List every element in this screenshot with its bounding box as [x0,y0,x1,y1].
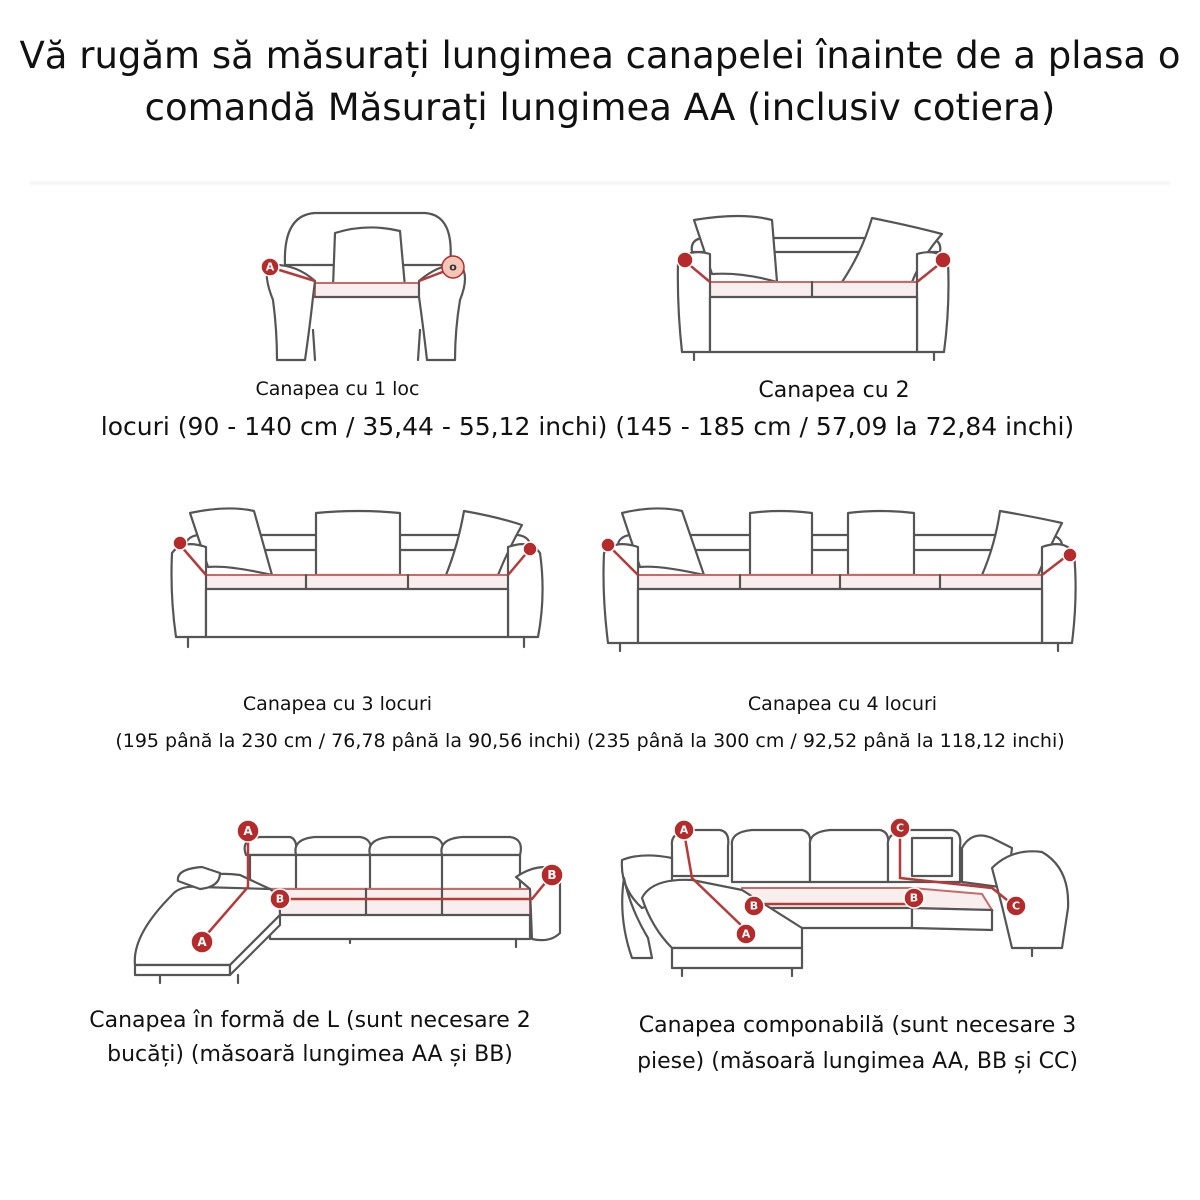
l-marker-b-right: B [540,863,564,887]
l-label-line-1: Canapea în formă de L (sunt necesare 2 [89,1008,531,1033]
svg-text:o: o [449,261,457,274]
l-marker-b-left: B [269,888,291,910]
marker-a: A [260,257,280,277]
l-shaped-sofa-label: Canapea în formă de L (sunt necesare 2 b… [40,1004,580,1072]
divider [30,180,1170,186]
four-seat-sofa-label: Canapea cu 4 locuri [747,693,938,715]
l-label-line-2: bucăți) (măsoară lungimea AA și BB) [107,1042,513,1067]
three-seat-sofa-illustration [170,507,544,649]
svg-text:A: A [266,261,275,274]
svg-text:C: C [896,822,904,835]
mod-marker-c-right: C [1005,895,1027,917]
l-shaped-sofa-illustration: A A B B [133,819,564,985]
mod-marker-a-top: A [673,819,695,841]
row-2-size-ranges: (195 până la 230 cm / 76,78 până la 90,5… [115,730,1065,752]
row-1-size-ranges: locuri (90 - 140 cm / 35,44 - 55,12 inch… [100,412,1075,441]
modular-sofa-illustration: A A B B C C [620,817,1070,978]
svg-text:B: B [547,868,556,882]
svg-text:B: B [276,893,284,906]
mod-marker-b-right: B [903,887,925,909]
two-seat-sofa-label: Canapea cu 2 [758,378,910,403]
mod-label-line-1: Canapea componabilă (sunt necesare 3 [638,1013,1077,1038]
title-line-2: comandă Măsurați lungimea AA (inclusiv c… [144,86,1056,129]
mod-label-line-2: piese) (măsoară lungimea AA, BB și CC) [637,1049,1078,1074]
page-title: Vă rugăm să măsurați lungimea canapelei … [0,30,1200,134]
svg-text:B: B [910,892,918,905]
svg-text:A: A [243,824,253,838]
l-marker-a-top: A [236,819,260,843]
svg-text:A: A [680,824,689,837]
modular-sofa-label: Canapea componabilă (sunt necesare 3 pie… [585,1008,1130,1080]
svg-text:A: A [742,928,751,941]
two-seat-sofa-illustration [676,214,952,362]
svg-text:A: A [197,935,207,949]
svg-text:B: B [750,900,758,913]
three-seat-sofa-label: Canapea cu 3 locuri [242,693,433,715]
armchair-label: Canapea cu 1 loc [255,378,420,400]
title-line-1: Vă rugăm să măsurați lungimea canapelei … [19,34,1181,77]
four-seat-sofa-illustration [600,507,1078,653]
marker-b: o [441,255,465,279]
mod-marker-a-bottom: A [735,923,757,945]
l-marker-a-bottom: A [190,930,214,954]
mod-marker-b-left: B [743,895,765,917]
mod-marker-c-top: C [889,817,911,839]
armchair-illustration: A o [260,211,467,362]
svg-text:C: C [1012,900,1020,913]
